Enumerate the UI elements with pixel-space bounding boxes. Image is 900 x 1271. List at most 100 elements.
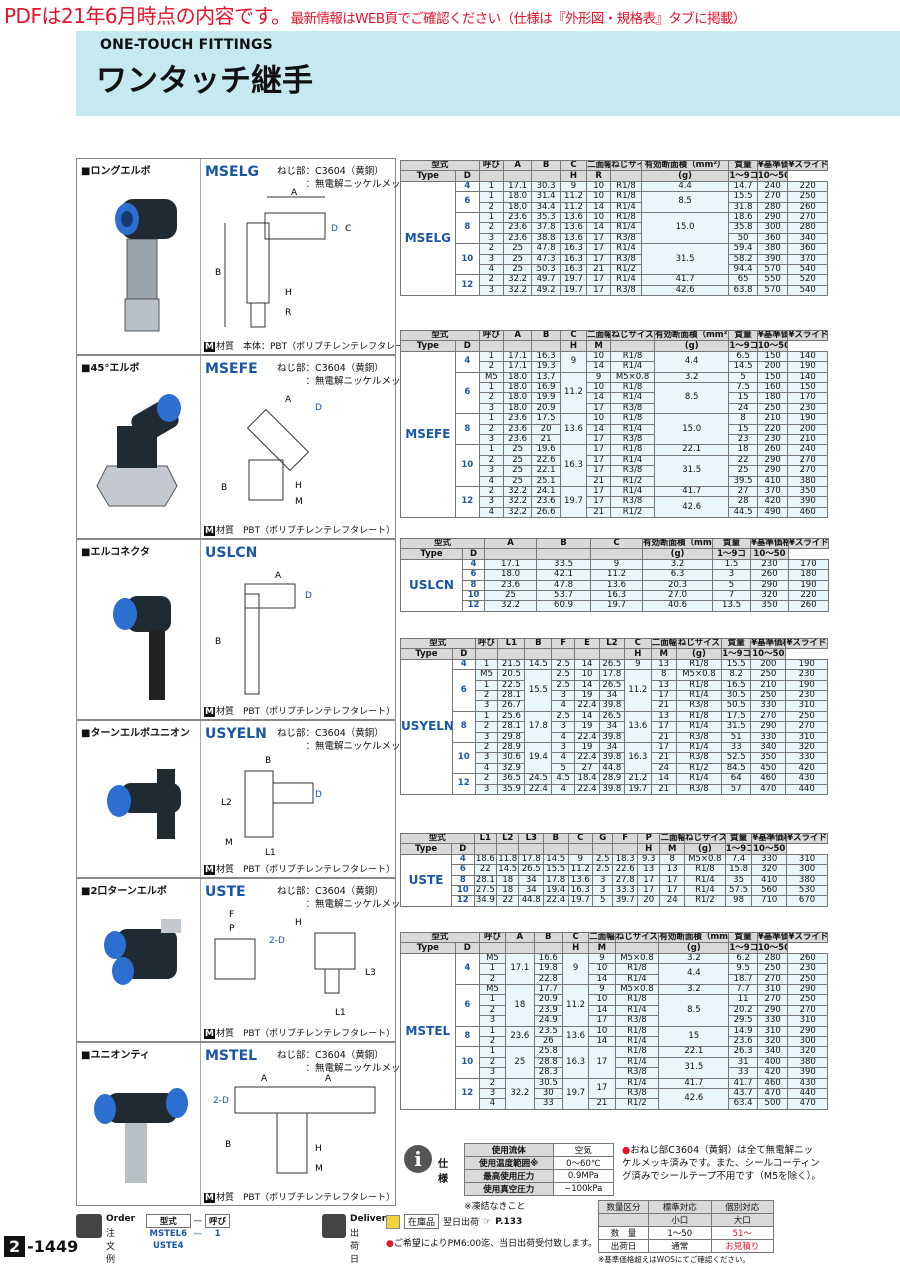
table-cell: 31.5 xyxy=(658,1056,730,1079)
table-cell: 4 xyxy=(551,752,576,764)
table-cell: 180 xyxy=(756,392,789,404)
table-header: 10〜50 xyxy=(750,648,787,660)
table-cell: 270 xyxy=(750,710,787,723)
table-header xyxy=(590,548,644,560)
table-cell: 27.8 xyxy=(612,874,638,887)
table-cell: 18.0 xyxy=(484,569,538,581)
table-header: ¥基準価格 xyxy=(751,832,788,845)
table-cell: 25 xyxy=(502,475,533,488)
table-cell: 3 xyxy=(551,689,576,702)
spec-table-uslcn: 型式ABC有効断面積（mm²）質量¥基準価格¥スライド単価TypeD(g)1〜9… xyxy=(399,537,830,612)
table-cell: 2 xyxy=(478,973,507,986)
table-cell: 24.9 xyxy=(533,1015,564,1027)
table-cell: 20 xyxy=(531,423,561,436)
table-cell: 3 xyxy=(478,232,504,245)
table-header xyxy=(473,843,498,855)
table-cell: 200 xyxy=(750,658,787,671)
table-header xyxy=(478,942,507,954)
table-header: 1〜9コ xyxy=(721,648,752,660)
table-cell: 18.4 xyxy=(574,773,600,785)
table-cell: 12 xyxy=(451,895,475,907)
table-cell: 39.5 xyxy=(728,475,758,488)
table-cell: 17.7 xyxy=(533,983,564,996)
table-cell: 26.5 xyxy=(598,658,625,671)
table-cell: 230 xyxy=(787,963,828,975)
product-code: MSTEL xyxy=(205,1048,258,1064)
table-header: 質量 xyxy=(721,637,752,650)
table-cell: 65 xyxy=(728,274,758,286)
table-header: A xyxy=(502,329,533,342)
table-cell: 22 xyxy=(496,895,520,907)
title-banner: ONE-TOUCH FITTINGS ワンタッチ継手 xyxy=(76,31,900,116)
table-header: 有効断面積（mm²） xyxy=(653,329,730,342)
table-cell: 26.5 xyxy=(598,710,625,723)
table-cell: 15.8 xyxy=(724,864,753,876)
table-cell: 290 xyxy=(756,211,789,224)
table-header: 1〜9コ xyxy=(728,170,758,182)
table-cell: 28 xyxy=(728,496,758,508)
table-cell: 220 xyxy=(788,589,830,602)
table-cell: 520 xyxy=(787,274,828,286)
product-photo xyxy=(107,769,181,839)
table-cell: 25.1 xyxy=(531,475,561,488)
table-cell: R1/8 xyxy=(610,381,655,394)
table-cell: 10 xyxy=(461,589,486,602)
table-cell: 3 xyxy=(474,700,499,712)
table-cell: 3 xyxy=(478,1015,507,1027)
table-header: 質量 xyxy=(724,832,753,845)
svg-text:M: M xyxy=(315,1164,323,1174)
table-cell: 280 xyxy=(756,952,789,965)
table-cell: R1/2 xyxy=(610,506,655,519)
table-cell: 3 xyxy=(592,884,614,897)
table-cell: 260 xyxy=(788,600,830,612)
table-header: L2 xyxy=(598,637,625,650)
table-header: H xyxy=(623,648,652,660)
svg-text:C: C xyxy=(345,224,351,234)
table-cell: 27.5 xyxy=(473,884,498,897)
table-cell: 30.5 xyxy=(721,689,752,702)
table-cell: 3 xyxy=(551,721,576,733)
table-cell: R3/8 xyxy=(610,465,655,477)
table-cell: 1 xyxy=(478,381,504,394)
table-cell: 570 xyxy=(756,284,789,297)
table-header xyxy=(610,170,642,182)
table-cell: R1/4 xyxy=(610,222,642,234)
table-cell: 21 xyxy=(650,752,677,764)
table-header: A xyxy=(502,159,533,172)
table-cell: R1/2 xyxy=(610,264,642,276)
table-cell: 13.5 xyxy=(712,600,752,612)
table-cell: 3 xyxy=(478,1067,507,1079)
table-cell: 240 xyxy=(756,180,789,193)
table-header: ¥基準価格 xyxy=(756,931,789,944)
table-cell: 9 xyxy=(567,853,594,866)
table-cell: 22 xyxy=(473,864,498,876)
table-cell: 340 xyxy=(756,1046,789,1058)
table-cell: 230 xyxy=(756,434,789,446)
table-cell: 25 xyxy=(505,1046,535,1079)
table-cell: 26.7 xyxy=(497,700,526,712)
table-cell: R1/8 xyxy=(614,963,660,975)
table-cell: 2 xyxy=(474,773,499,785)
product-category: ■ユニオンティ xyxy=(81,1050,150,1061)
table-cell: 670 xyxy=(786,895,828,907)
table-cell: 23.9 xyxy=(533,1004,564,1017)
table-cell: 1 xyxy=(478,180,504,193)
table-cell: 16.9 xyxy=(531,381,561,394)
table-cell: 11.2 xyxy=(559,191,588,203)
table-cell: 20.3 xyxy=(642,579,714,592)
table-cell: 430 xyxy=(787,1077,828,1090)
table-cell: 16.3 xyxy=(559,444,588,488)
table-cell: 9.3 xyxy=(636,853,661,866)
table-cell: 23.6 xyxy=(502,434,533,446)
table-cell: 33.5 xyxy=(536,558,592,571)
table-cell: 3 xyxy=(478,284,504,297)
table-cell: 44.5 xyxy=(728,506,758,519)
